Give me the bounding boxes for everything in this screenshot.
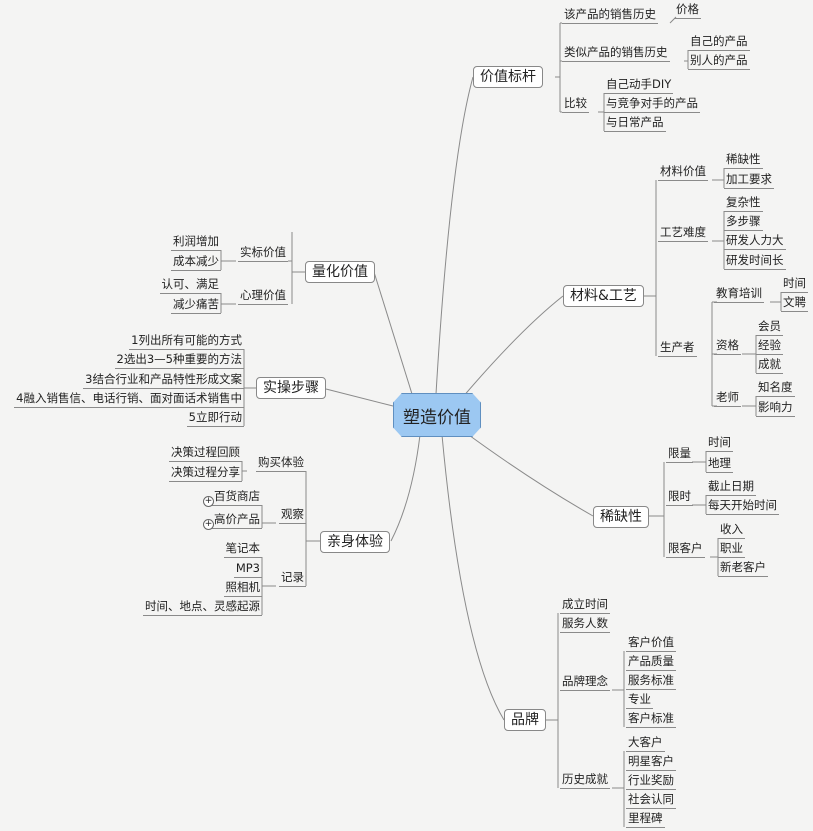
mindmap-node[interactable]: 品牌理念 (560, 674, 610, 691)
mindmap-node[interactable]: 行业奖励 (626, 773, 676, 790)
mindmap-node[interactable]: 5立即行动 (186, 410, 244, 427)
expand-icon[interactable]: + (203, 519, 214, 530)
mindmap-node[interactable]: 明星客户 (626, 754, 676, 771)
mindmap-node[interactable]: 成本减少 (171, 254, 221, 271)
mindmap-node[interactable]: 每天开始时间 (706, 498, 779, 515)
mindmap-node[interactable]: 与日常产品 (604, 115, 666, 132)
mindmap-node[interactable]: 笔记本 (223, 541, 262, 558)
mindmap-node[interactable]: 资格 (714, 338, 741, 355)
mindmap-node[interactable]: 稀缺性 (724, 152, 763, 169)
mindmap-node[interactable]: 自己动手DIY (604, 77, 674, 94)
mindmap-node[interactable]: 加工要求 (724, 172, 774, 189)
mindmap-node[interactable]: 与竞争对手的产品 (604, 96, 700, 113)
mindmap-node[interactable]: 产品质量 (626, 654, 676, 671)
mindmap-node[interactable]: 工艺难度 (658, 225, 708, 242)
mindmap-node[interactable]: 收入 (718, 522, 745, 539)
mindmap-node[interactable]: 客户价值 (626, 635, 676, 652)
mindmap-node[interactable]: 百货商店 (212, 489, 262, 506)
mindmap-node[interactable]: 职业 (718, 541, 745, 558)
mindmap-node[interactable]: 时间 (781, 276, 808, 293)
mindmap-node[interactable]: 里程碑 (626, 811, 665, 828)
topic-personal-experience[interactable]: 亲身体验 (320, 531, 390, 553)
mindmap-node[interactable]: 高价产品 (212, 512, 262, 529)
mindmap-node[interactable]: 材料价值 (658, 164, 708, 181)
topic-brand[interactable]: 品牌 (504, 709, 546, 731)
mindmap-node[interactable]: 类似产品的销售历史 (562, 45, 670, 62)
mindmap-node[interactable]: 影响力 (756, 400, 795, 417)
mindmap-node[interactable]: 别人的产品 (688, 53, 750, 70)
mindmap-node[interactable]: 服务标准 (626, 673, 676, 690)
mindmap-node[interactable]: 服务人数 (560, 616, 610, 633)
mindmap-node[interactable]: 大客户 (626, 735, 665, 752)
mindmap-node[interactable]: 限时 (666, 489, 693, 506)
central-topic[interactable]: 塑造价值 (393, 393, 481, 437)
mindmap-node[interactable]: 1列出所有可能的方式 (129, 333, 244, 350)
mindmap-node[interactable]: MP3 (233, 561, 262, 578)
mindmap-node[interactable]: 决策过程分享 (169, 465, 242, 482)
mindmap-node[interactable]: 照相机 (223, 580, 262, 597)
mindmap-node[interactable]: 生产者 (658, 340, 697, 357)
mindmap-node[interactable]: 价格 (674, 2, 701, 19)
mindmap-node[interactable]: 客户标准 (626, 711, 676, 728)
topic-value-benchmark[interactable]: 价值标杆 (473, 66, 543, 88)
mindmap-node[interactable]: 该产品的销售历史 (562, 7, 658, 24)
mindmap-node[interactable]: 成立时间 (560, 597, 610, 614)
mindmap-node[interactable]: 研发人力大 (724, 233, 786, 250)
mindmap-node[interactable]: 会员 (756, 319, 783, 336)
mindmap-node[interactable]: 教育培训 (714, 286, 764, 303)
mindmap-node[interactable]: 实标价值 (238, 245, 288, 262)
mindmap-node[interactable]: 老师 (714, 390, 741, 407)
topic-material-craft[interactable]: 材料&工艺 (563, 285, 644, 307)
mindmap-node[interactable]: 新老客户 (718, 560, 768, 577)
mindmap-node[interactable]: 社会认同 (626, 792, 676, 809)
mindmap-node[interactable]: 时间、地点、灵感起源 (143, 599, 262, 616)
mindmap-node[interactable]: 限客户 (666, 541, 705, 558)
mindmap-node[interactable]: 记录 (279, 570, 306, 587)
mindmap-node[interactable]: 历史成就 (560, 772, 610, 789)
mindmap-node[interactable]: 专业 (626, 692, 653, 709)
mindmap-node[interactable]: 心理价值 (238, 288, 288, 305)
mindmap-node[interactable]: 时间 (706, 435, 733, 452)
expand-icon[interactable]: + (203, 496, 214, 507)
mindmap-node[interactable]: 自己的产品 (688, 34, 750, 51)
mindmap-node[interactable]: 比较 (562, 96, 589, 113)
mindmap-node[interactable]: 多步骤 (724, 214, 763, 231)
mindmap-node[interactable]: 认可、满足 (159, 277, 221, 294)
mindmap-node[interactable]: 文聘 (781, 295, 808, 312)
mindmap-node[interactable]: 观察 (279, 507, 306, 524)
mindmap-node[interactable]: 截止日期 (706, 479, 756, 496)
central-topic-label: 塑造价值 (403, 407, 471, 428)
mindmap-node[interactable]: 地理 (706, 456, 733, 473)
mindmap-node[interactable]: 复杂性 (724, 195, 763, 212)
mindmap-node[interactable]: 3结合行业和产品特性形成文案 (83, 372, 244, 389)
mindmap-node[interactable]: 成就 (756, 357, 783, 374)
mindmap-node[interactable]: 决策过程回顾 (169, 445, 242, 462)
mindmap-node[interactable]: 经验 (756, 338, 783, 355)
mindmap-node[interactable]: 减少痛苦 (171, 297, 221, 314)
mindmap-node[interactable]: 利润增加 (171, 234, 221, 251)
mindmap-node[interactable]: 4融入销售信、电话行销、面对面话术销售中 (14, 391, 244, 408)
topic-quantified-value[interactable]: 量化价值 (305, 261, 375, 283)
mindmap-node[interactable]: 购买体验 (256, 455, 306, 472)
mindmap-node[interactable]: 2选出3—5种重要的方法 (114, 352, 244, 369)
mindmap-node[interactable]: 研发时间长 (724, 253, 786, 270)
mindmap-node[interactable]: 知名度 (756, 380, 795, 397)
mindmap-node[interactable]: 限量 (666, 446, 693, 463)
topic-practical-steps[interactable]: 实操步骤 (256, 377, 326, 399)
topic-scarcity[interactable]: 稀缺性 (593, 506, 649, 528)
